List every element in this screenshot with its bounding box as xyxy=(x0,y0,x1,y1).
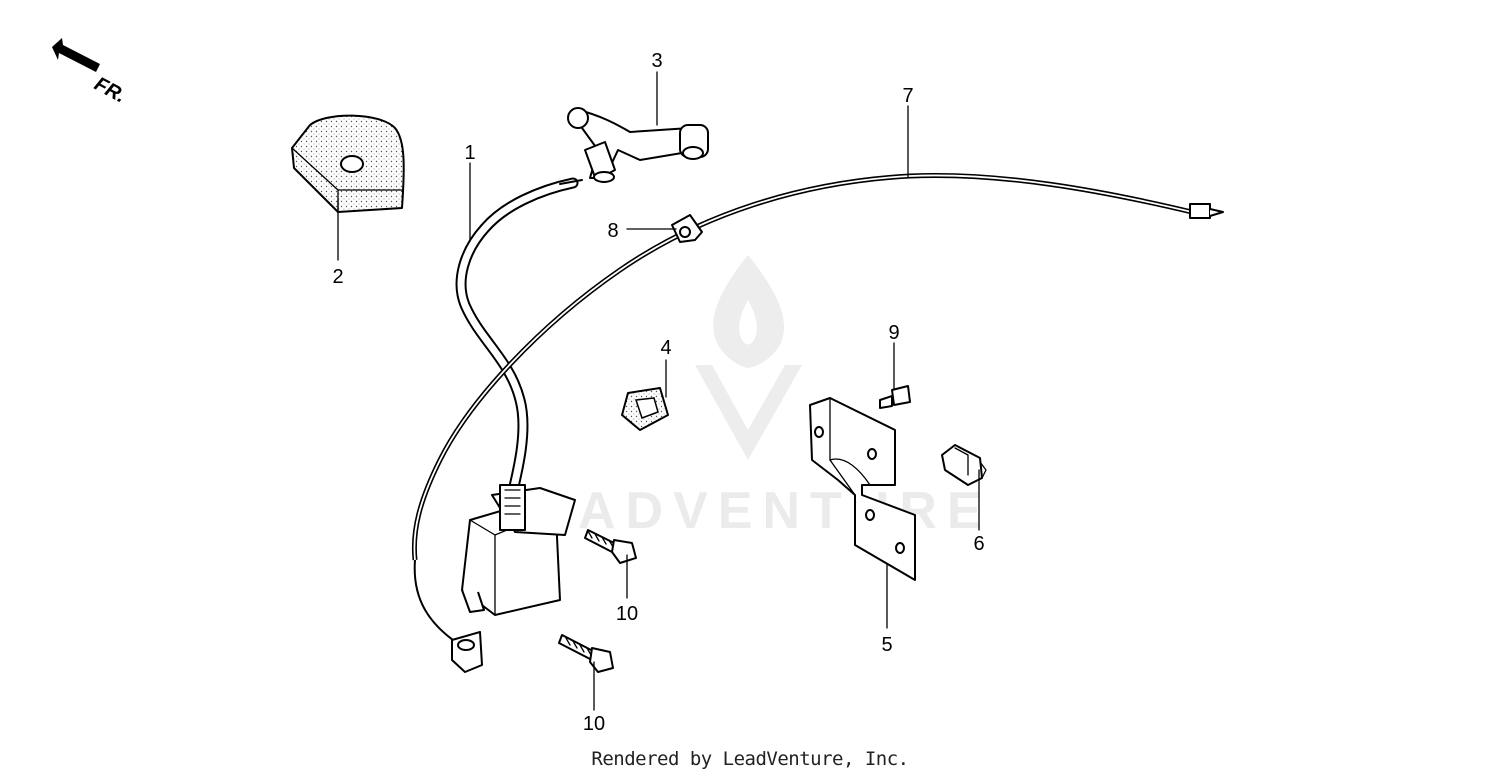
part-1-ignition-coil xyxy=(413,177,583,673)
callout-2: 2 xyxy=(332,266,343,288)
callout-1: 1 xyxy=(464,142,475,164)
callout-10-lower: 10 xyxy=(583,713,605,735)
front-direction-label: FR. xyxy=(91,73,130,108)
part-7-wire xyxy=(411,172,1224,561)
part-6-clamp xyxy=(941,444,987,486)
callout-7: 7 xyxy=(902,85,913,107)
part-4-grommet xyxy=(621,387,669,431)
part-10-bolt-upper xyxy=(584,529,637,564)
part-8-clip xyxy=(671,214,703,243)
part-5-bracket xyxy=(809,397,916,581)
callout-8: 8 xyxy=(607,220,618,242)
part-2-pad xyxy=(291,114,405,213)
callouts: 3 1 2 7 8 4 9 6 5 10 10 xyxy=(332,50,984,735)
watermark: ADVENTURE xyxy=(578,255,992,540)
callout-6: 6 xyxy=(973,533,984,555)
callout-10-upper: 10 xyxy=(616,603,638,625)
callout-4: 4 xyxy=(660,337,671,359)
callout-9: 9 xyxy=(888,322,899,344)
front-direction-arrow-icon: FR. xyxy=(52,38,129,108)
part-10-bolt-lower xyxy=(558,634,614,673)
watermark-text: ADVENTURE xyxy=(578,482,992,540)
part-3-plug-cap xyxy=(567,107,709,183)
part-9-screw xyxy=(879,385,911,409)
render-credit: Rendered by LeadVenture, Inc. xyxy=(591,748,909,770)
callout-5: 5 xyxy=(881,634,892,656)
callout-3: 3 xyxy=(651,50,662,72)
leader-lines xyxy=(337,71,980,711)
